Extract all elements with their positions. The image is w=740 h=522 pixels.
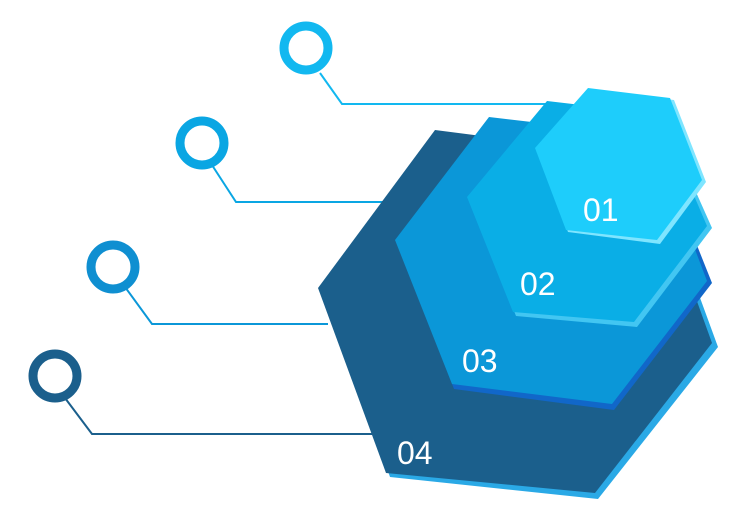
node-ring-01 <box>279 21 333 75</box>
node-ring-02 <box>175 116 229 170</box>
hexagon-03-label: 03 <box>462 343 498 379</box>
hexagon-01-label: 01 <box>583 192 619 228</box>
connector-nodes <box>28 21 333 403</box>
connector-02 <box>209 161 385 203</box>
connectors <box>64 72 555 435</box>
connector-03 <box>124 286 328 325</box>
connector-04 <box>64 397 372 435</box>
node-ring-04 <box>28 349 82 403</box>
hexagon-01 <box>535 88 702 240</box>
hexagon-layer-01: 01 <box>535 88 706 244</box>
connector-01 <box>319 72 555 105</box>
hexagon-02-label: 02 <box>520 266 556 302</box>
node-ring-03 <box>86 240 140 294</box>
hexagon-04-label: 04 <box>397 435 433 471</box>
